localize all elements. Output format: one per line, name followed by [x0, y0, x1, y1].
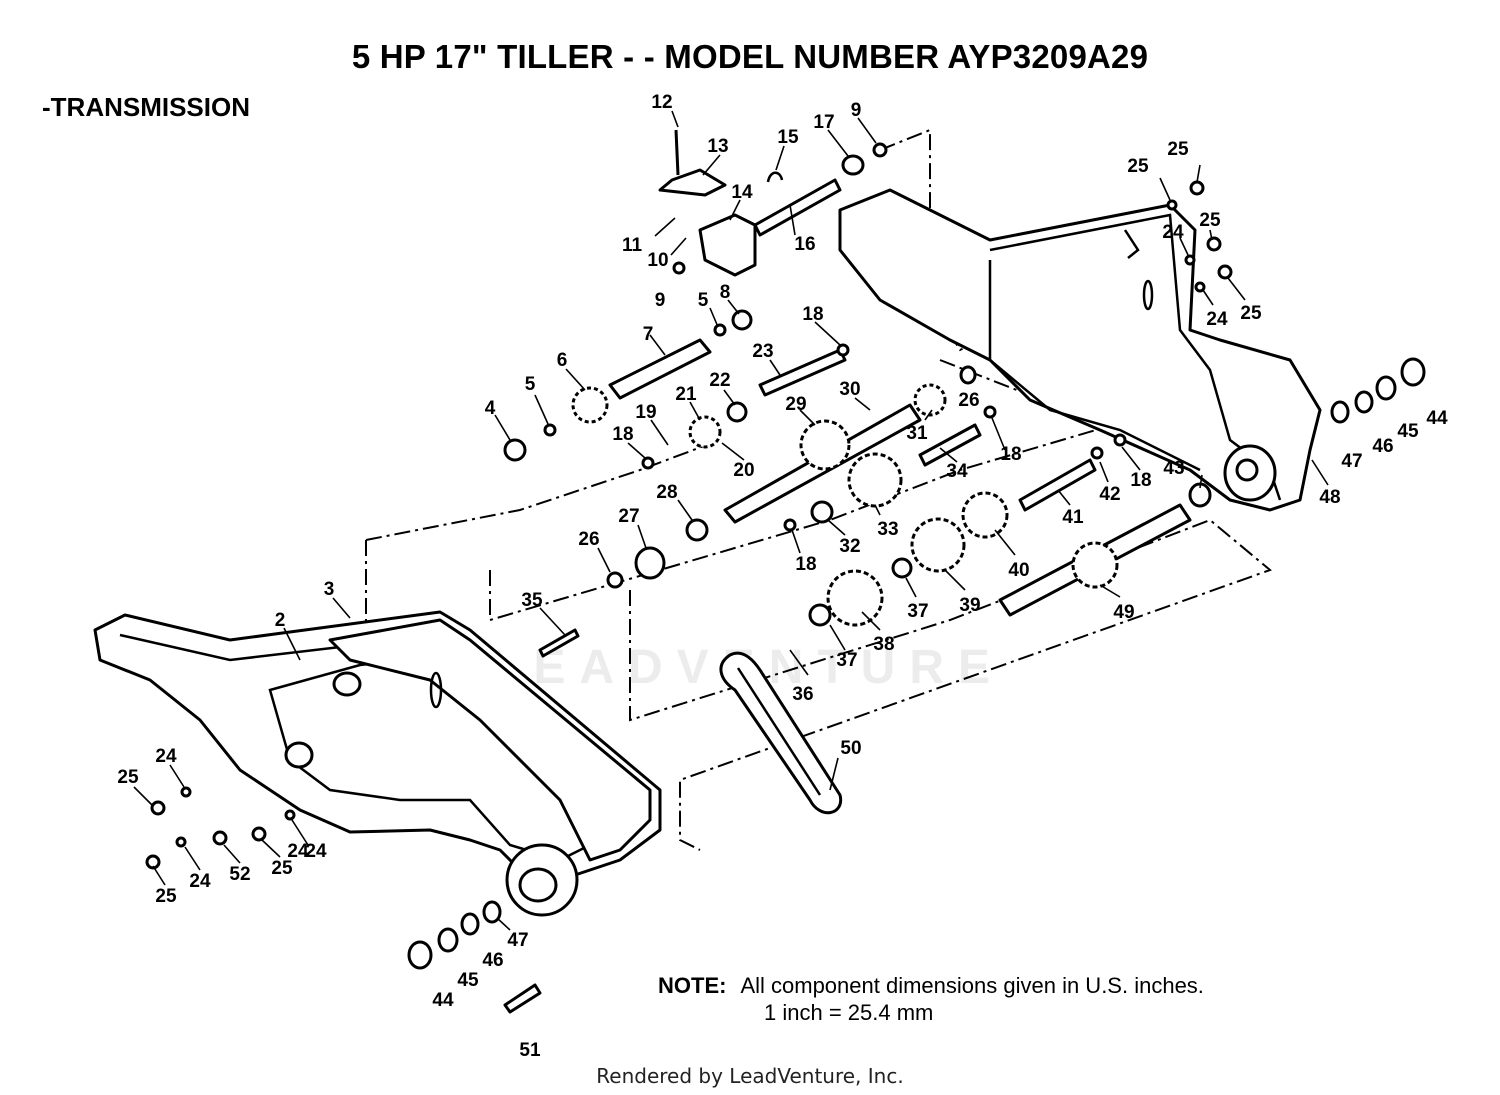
callout: 25 — [155, 886, 177, 907]
callout: 11 — [622, 235, 643, 256]
callout: 30 — [839, 379, 860, 400]
callout: 29 — [785, 394, 806, 415]
note-block: NOTE: All component dimensions given in U… — [658, 972, 1204, 1026]
note-line2: 1 inch = 25.4 mm — [764, 1000, 934, 1025]
callout: 24 — [1206, 309, 1228, 330]
callout: 35 — [521, 590, 543, 611]
callout: 24 — [287, 841, 309, 862]
callout: 17 — [813, 112, 834, 133]
callout: 24 — [305, 841, 327, 862]
callout: 36 — [792, 684, 813, 705]
callout: 37 — [907, 601, 928, 622]
callout: 14 — [731, 182, 753, 203]
callout: 45 — [457, 970, 479, 991]
callout: 49 — [1113, 602, 1134, 623]
callout: 18 — [1000, 444, 1021, 465]
callout: 38 — [873, 634, 894, 655]
callout: 18 — [795, 554, 816, 575]
callout: 3 — [324, 579, 335, 600]
callout: 9 — [655, 290, 666, 311]
callout: 34 — [946, 461, 968, 482]
callout: 32 — [839, 536, 860, 557]
right-housing-half — [838, 188, 1322, 512]
callout: 12 — [651, 92, 672, 113]
callout: 25 — [271, 858, 293, 879]
callout: 46 — [1372, 436, 1393, 457]
callout: 40 — [1008, 560, 1029, 581]
left-bearing-stack — [407, 900, 542, 1014]
note-label: NOTE: — [658, 973, 727, 998]
callout: 7 — [643, 324, 654, 345]
fasteners — [145, 180, 1233, 870]
right-bearing-stack — [1330, 357, 1426, 424]
callout: 5 — [525, 374, 536, 395]
callout: 43 — [1163, 458, 1184, 479]
callout: 2 — [275, 610, 286, 631]
callout: 44 — [1426, 408, 1448, 429]
callout: 47 — [507, 930, 528, 951]
callout: 51 — [519, 1040, 541, 1061]
callout: 15 — [777, 127, 799, 148]
callout: 24 — [155, 746, 177, 767]
note-line1: All component dimensions given in U.S. i… — [740, 973, 1204, 998]
callout: 27 — [618, 506, 639, 527]
callout: 10 — [647, 250, 668, 271]
callout: 44 — [432, 990, 454, 1011]
callout: 8 — [720, 282, 731, 303]
callout: 47 — [1341, 451, 1362, 472]
callout: 50 — [840, 738, 861, 759]
callout: 9 — [851, 100, 862, 121]
callout: 41 — [1062, 507, 1084, 528]
callout: 18 — [802, 304, 823, 325]
section-heading: -TRANSMISSION — [42, 92, 250, 122]
callout: 25 — [1167, 139, 1189, 160]
callout: 24 — [189, 871, 211, 892]
callout: 24 — [1162, 222, 1184, 243]
diagram-title: 5 HP 17" TILLER - - MODEL NUMBER AYP3209… — [351, 38, 1149, 75]
shift-assembly — [658, 129, 888, 337]
callout: 16 — [794, 234, 815, 255]
callout: 25 — [117, 767, 139, 788]
footer-credit: Rendered by LeadVenture, Inc. — [596, 1064, 904, 1088]
spacers — [503, 343, 1212, 627]
callout: 39 — [959, 595, 980, 616]
sprockets — [571, 383, 1119, 627]
callout: 28 — [656, 482, 677, 503]
part-callouts: 12 13 15 17 9 14 11 10 9 16 5 8 7 18 23 … — [117, 92, 1448, 1061]
callout: 5 — [698, 290, 709, 311]
callout: 37 — [836, 650, 857, 671]
leader-lines — [133, 110, 1329, 931]
callout: 22 — [709, 370, 730, 391]
callout: 45 — [1397, 421, 1419, 442]
callout: 26 — [578, 529, 599, 550]
callout: 19 — [635, 402, 656, 423]
callout: 31 — [906, 423, 928, 444]
callout: 25 — [1199, 210, 1221, 231]
callout: 4 — [485, 398, 496, 419]
callout: 6 — [557, 350, 568, 371]
callout: 21 — [675, 384, 697, 405]
callout: 52 — [229, 864, 250, 885]
callout: 13 — [707, 136, 728, 157]
callout: 26 — [958, 390, 979, 411]
callout: 25 — [1240, 303, 1262, 324]
callout: 18 — [612, 424, 633, 445]
callout: 33 — [877, 519, 898, 540]
part-callouts-right: 24 25 — [1206, 303, 1262, 330]
callout: 25 — [1127, 156, 1149, 177]
callout: 20 — [733, 460, 754, 481]
callout: 42 — [1099, 484, 1120, 505]
callout: 18 — [1130, 470, 1151, 491]
callout: 23 — [752, 341, 773, 362]
callout: 46 — [482, 950, 503, 971]
drive-chain — [719, 651, 843, 815]
callout: 48 — [1319, 487, 1340, 508]
left-housing-half — [93, 610, 662, 917]
